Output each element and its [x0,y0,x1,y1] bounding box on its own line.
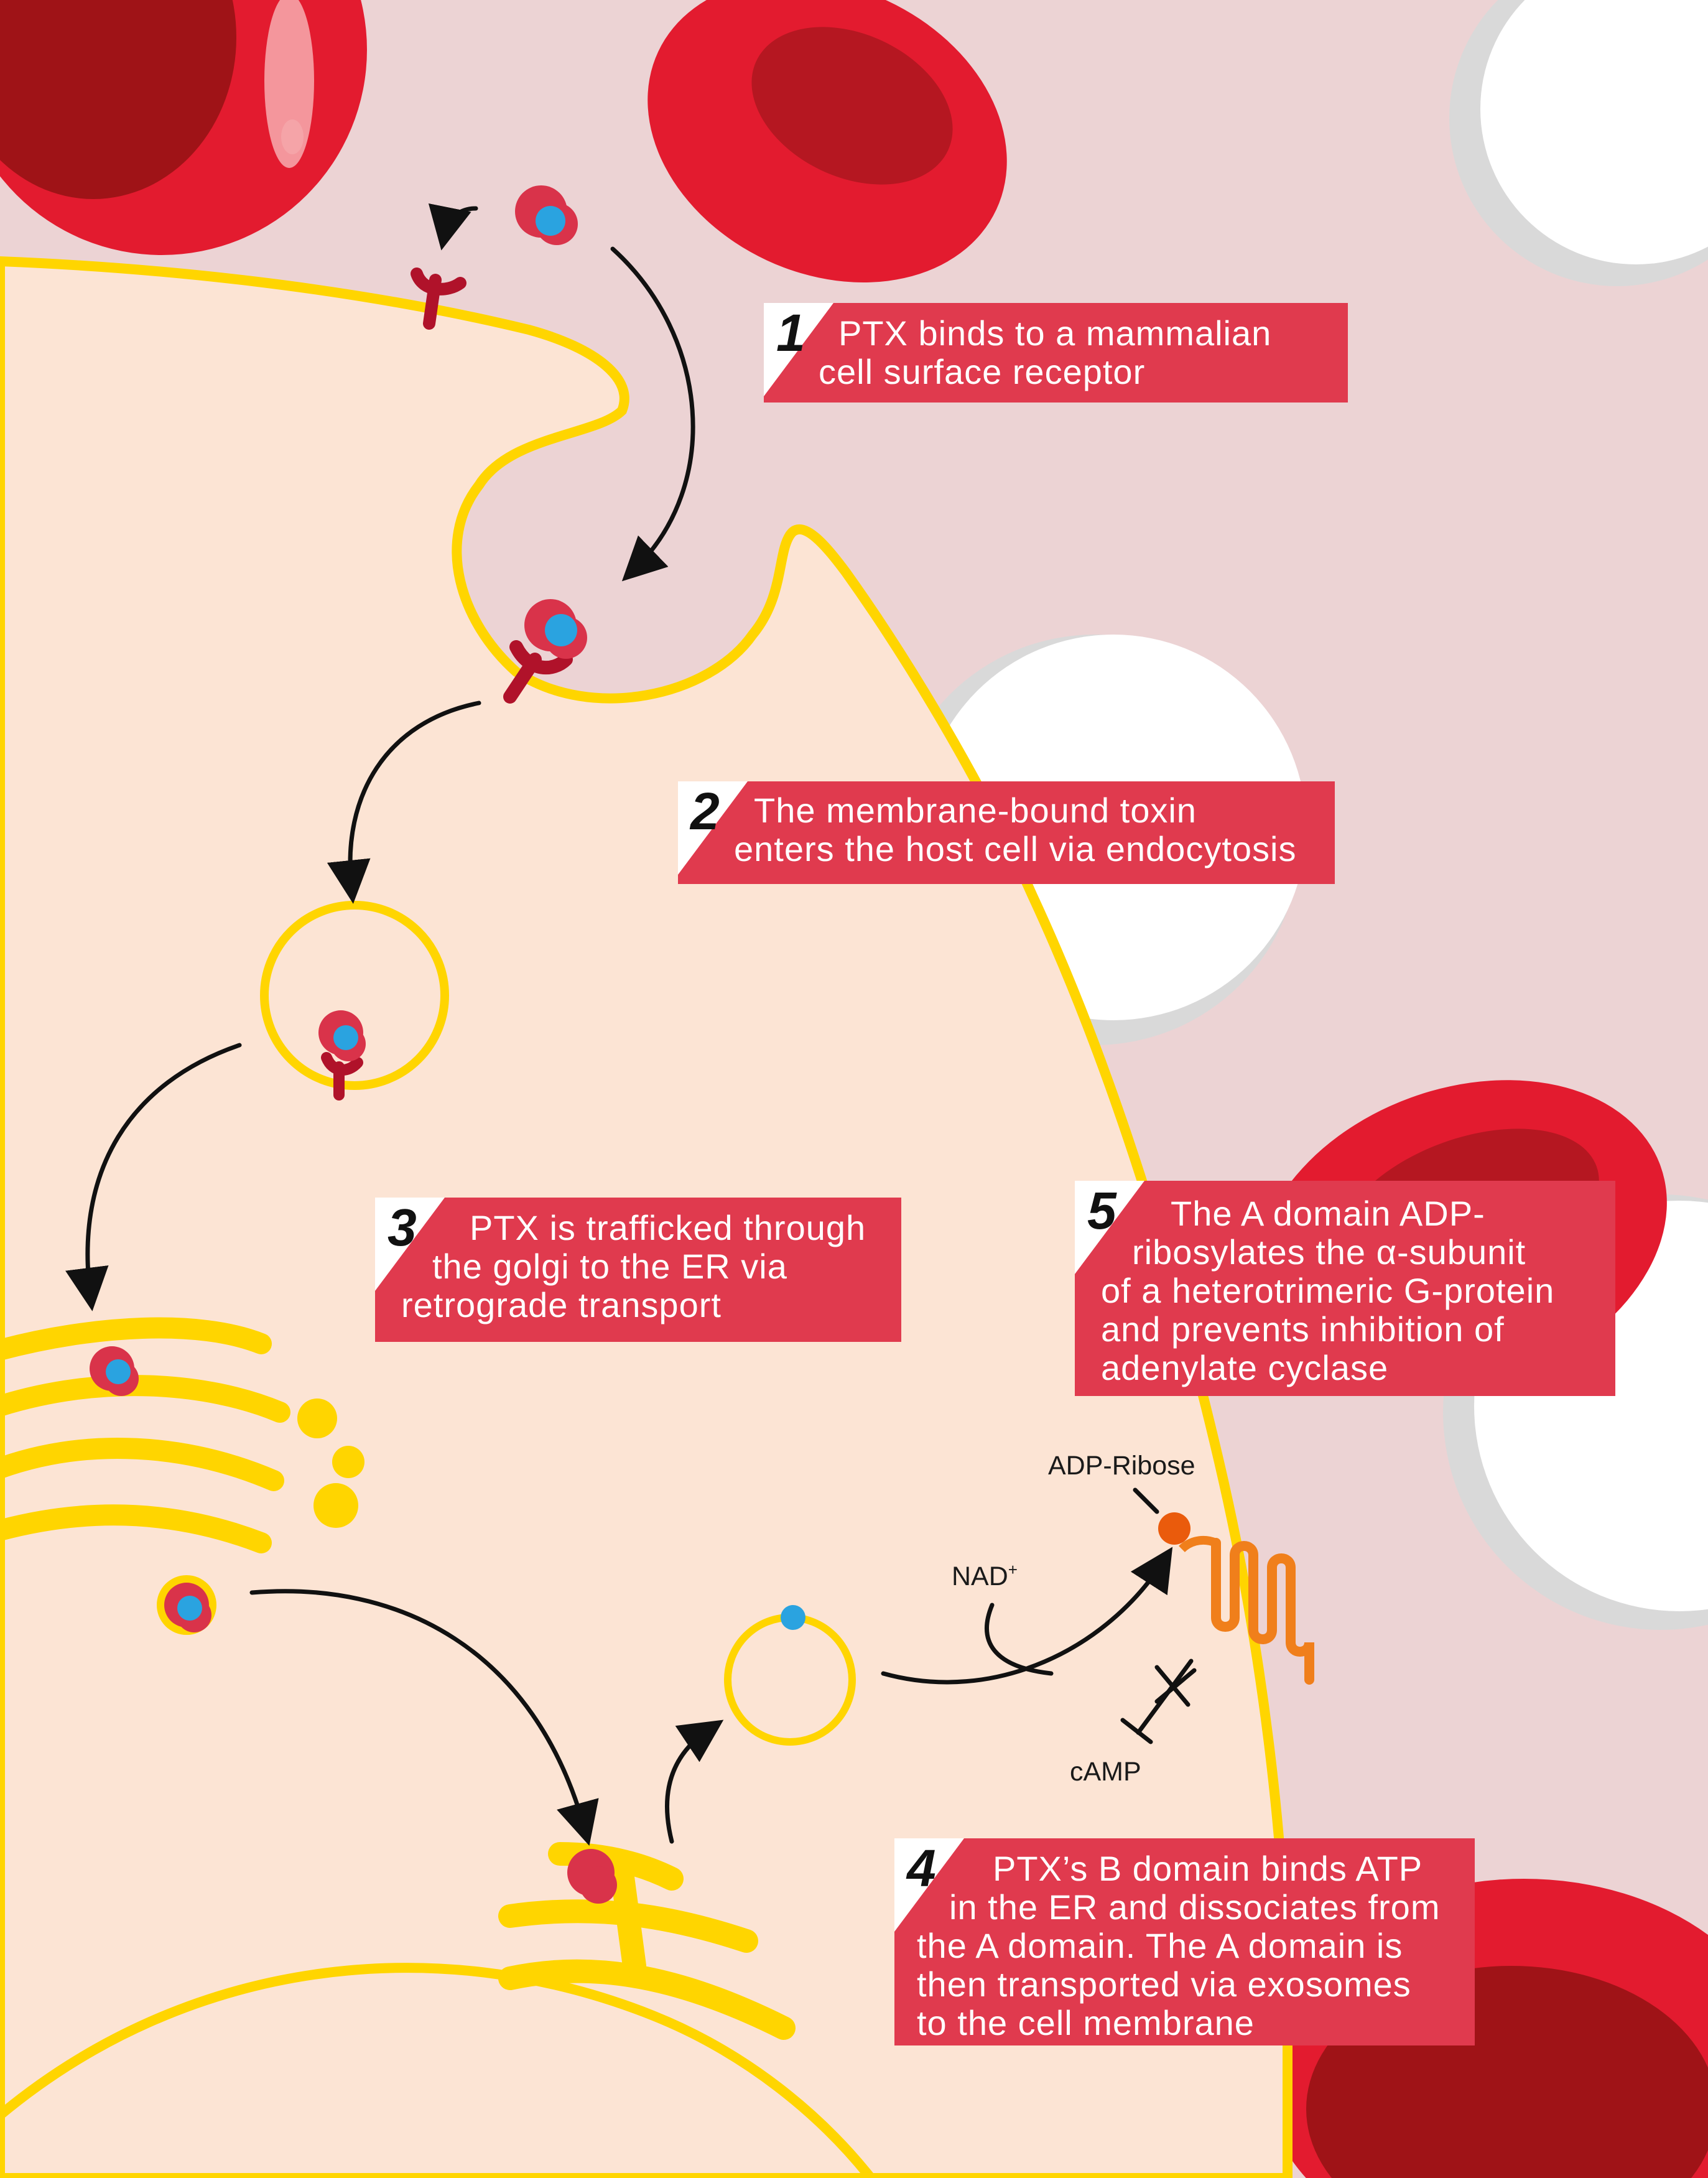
arrow-step3 [65,1043,242,1311]
adp-ribose-label: ADP-Ribose [1048,1451,1195,1481]
golgi-apparatus [0,1317,290,1553]
arrow-er-to-exosome [665,1720,724,1844]
receptor-surface [411,268,466,330]
ptx-toxin-1 [515,185,578,245]
nad-label: NAD+ [952,1560,1018,1591]
adp-ribose-group [1158,1512,1190,1545]
step-2-corner [678,781,748,875]
step-2-text: The membrane-bound toxin enters the host… [734,791,1296,868]
step-5-line-5: adenylate cyclase [1101,1348,1389,1387]
step-4-line-2: in the ER and dissociates from [949,1887,1441,1927]
arrow-step1 [610,246,695,582]
white-blood-cell-top-right [1449,0,1708,286]
step-4-line-3: the A domain. The A domain is [917,1926,1403,1965]
step-5-text: The A domain ADP- ribosylates the α-subu… [1101,1194,1554,1387]
step-4-box: 4 PTX’s B domain binds ATP in the ER and… [894,1838,1475,2045]
step-4-line-1: PTX’s B domain binds ATP [993,1849,1423,1888]
arrow-golgi-to-er [249,1589,599,1846]
camp-bar [1120,1718,1153,1744]
step-5-line-2: ribosylates the α-subunit [1132,1232,1526,1272]
step-5-line-1: The A domain ADP- [1171,1194,1485,1233]
step-1-line-1: PTX binds to a mammalian [838,314,1272,353]
step-4-text: PTX’s B domain binds ATP in the ER and d… [917,1850,1440,2042]
receptor-endosome [321,1052,363,1101]
step-3-line-1: PTX is trafficked through [470,1208,866,1247]
step-5-box: 5 The A domain ADP- ribosylates the α-su… [1075,1181,1615,1396]
g-protein-tail [1179,1535,1218,1553]
step-3-corner [375,1198,445,1291]
ptx-toxin-3 [318,1010,366,1061]
step-5-corner [1075,1181,1144,1274]
step-5-line-4: and prevents inhibition of [1101,1310,1505,1349]
step-3-line-2: the golgi to the ER via [432,1247,787,1286]
pathway-arrows [65,203,1197,1846]
step-5-line-3: of a heterotrimeric G-protein [1101,1271,1555,1310]
step-3-line-3: retrograde transport [401,1285,722,1324]
step-5-number: 5 [1087,1181,1116,1240]
step-3-text: PTX is trafficked through the golgi to t… [401,1209,866,1324]
step-2-line-1: The membrane-bound toxin [754,791,1197,830]
ptx-toxin-4 [90,1346,139,1396]
step-3-number: 3 [388,1198,417,1257]
inhibit-x2 [1154,1668,1197,1704]
step-4-corner [894,1838,964,1932]
ptx-toxin-2 [524,599,587,659]
step-1-line-2: cell surface receptor [819,352,1146,391]
step-1-box: 1 PTX binds to a mammalian cell surface … [764,303,1348,403]
red-blood-cell-top-center [647,0,1007,282]
step-4-line-5: to the cell membrane [917,2003,1255,2042]
arrow-bind [428,203,478,251]
step-3-box: 3 PTX is trafficked through the golgi to… [375,1198,901,1342]
arrow-nad [985,1603,1054,1676]
step-1-text: PTX binds to a mammalian cell surface re… [819,314,1271,391]
step-2-line-2: enters the host cell via endocytosis [734,829,1297,868]
a-domain [781,1605,805,1630]
ptx-toxin-6 [567,1849,617,1904]
step-2-box: 2 The membrane-bound toxin enters the ho… [678,781,1335,884]
endosome [260,901,449,1090]
ptx-toxin-5 [164,1583,211,1632]
step-2-number: 2 [690,782,720,840]
step-4-number: 4 [907,1839,936,1897]
arrow-exosome-to-membrane [881,1547,1173,1685]
arrow-step2 [327,700,481,904]
red-blood-cell-top-left [0,0,367,255]
step-1-corner [764,303,833,396]
step-1-number: 1 [776,304,805,362]
endoplasmic-reticulum [498,1842,796,2040]
receptor-pit [503,640,573,704]
step-4-line-4: then transported via exosomes [917,1965,1411,2004]
adp-ribose-pointer [1133,1487,1159,1514]
g-protein [1211,1538,1314,1685]
camp-label: cAMP [1070,1757,1141,1787]
